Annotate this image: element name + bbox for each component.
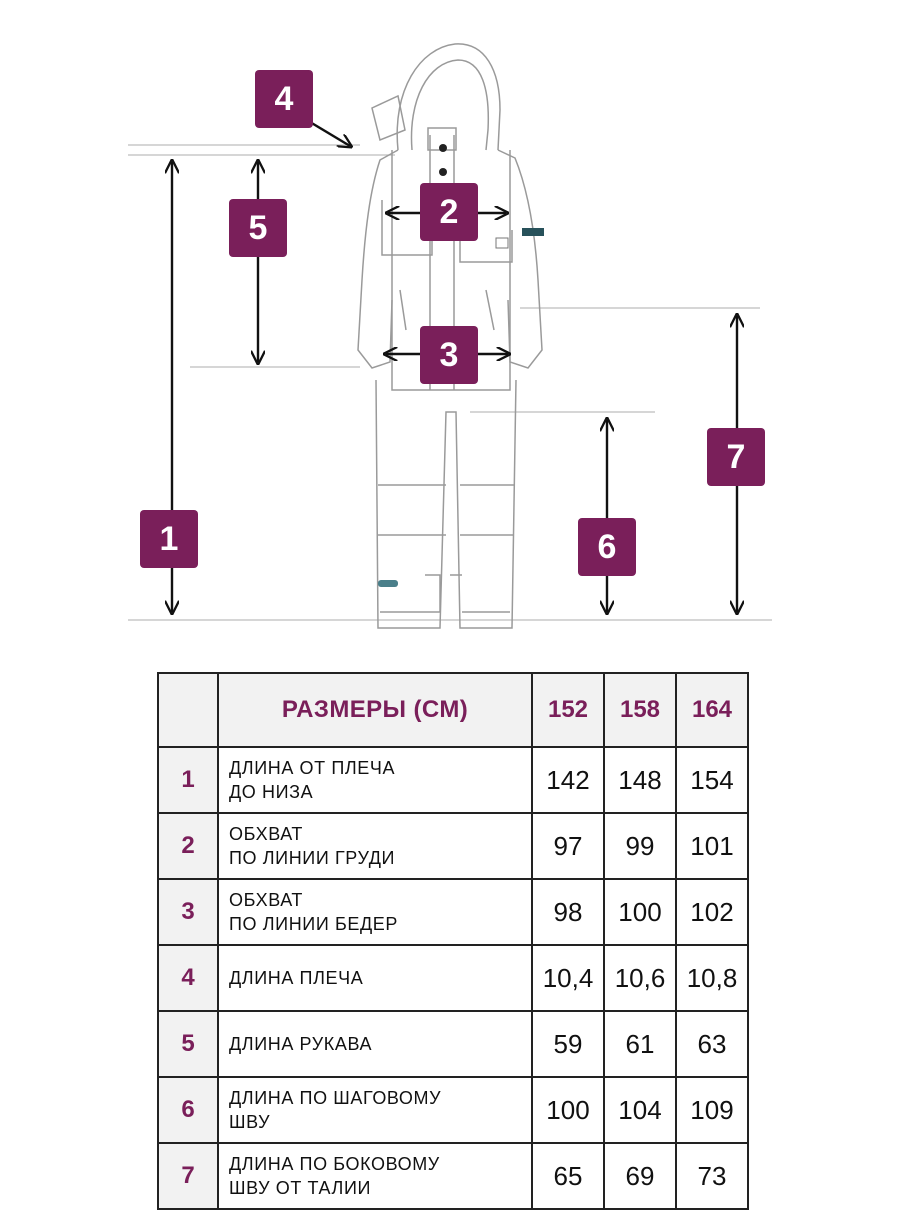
label-line: ДЛИНА ПО БОКОВОМУ — [229, 1154, 440, 1174]
size-value-cell: 10,8 — [675, 944, 749, 1012]
size-value-cell: 97 — [531, 812, 605, 880]
row-number: 6 — [157, 1076, 219, 1144]
header-corner-cell — [157, 672, 219, 748]
measurement-label: ДЛИНА ОТ ПЛЕЧА ДО НИЗА — [217, 746, 533, 814]
size-value-cell: 100 — [531, 1076, 605, 1144]
row-number: 2 — [157, 812, 219, 880]
size-value-cell: 99 — [603, 812, 677, 880]
table-title: РАЗМЕРЫ (СМ) — [217, 672, 533, 748]
measurement-diagram: 1 2 3 4 5 6 7 — [128, 43, 772, 629]
size-value-cell: 109 — [675, 1076, 749, 1144]
measurement-label: ОБХВАТ ПО ЛИНИИ ГРУДИ — [217, 812, 533, 880]
size-value-cell: 104 — [603, 1076, 677, 1144]
size-value-cell: 98 — [531, 878, 605, 946]
marker-6-badge: 6 — [578, 518, 636, 576]
label-line: ШВУ — [229, 1112, 271, 1132]
label-line: ПО ЛИНИИ ГРУДИ — [229, 848, 396, 868]
measurement-label: ДЛИНА ПО БОКОВОМУ ШВУ ОТ ТАЛИИ — [217, 1142, 533, 1210]
label-line: ДЛИНА РУКАВА — [229, 1034, 373, 1054]
garment-drawing — [128, 43, 772, 629]
size-value-cell: 148 — [603, 746, 677, 814]
size-value-cell: 100 — [603, 878, 677, 946]
marker-3-badge: 3 — [420, 326, 478, 384]
measurement-label: ДЛИНА ПЛЕЧА — [217, 944, 533, 1012]
row-number: 5 — [157, 1010, 219, 1078]
label-line: ОБХВАТ — [229, 890, 304, 910]
marker-5-badge: 5 — [229, 199, 287, 257]
size-value-cell: 65 — [531, 1142, 605, 1210]
garment-details — [378, 144, 544, 587]
size-value-cell: 102 — [675, 878, 749, 946]
row-number: 7 — [157, 1142, 219, 1210]
size-value-cell: 69 — [603, 1142, 677, 1210]
table-header-row: РАЗМЕРЫ (СМ) 152 158 164 — [157, 672, 749, 748]
measurement-label: ОБХВАТ ПО ЛИНИИ БЕДЕР — [217, 878, 533, 946]
label-line: ШВУ ОТ ТАЛИИ — [229, 1178, 372, 1198]
size-value-cell: 101 — [675, 812, 749, 880]
label-line: ДЛИНА ПЛЕЧА — [229, 968, 364, 988]
label-line: ДО НИЗА — [229, 782, 314, 802]
label-line: ОБХВАТ — [229, 824, 304, 844]
marker-7-badge: 7 — [707, 428, 765, 486]
marker-2-badge: 2 — [420, 183, 478, 241]
size-164-header: 164 — [675, 672, 749, 748]
marker-4-badge: 4 — [255, 70, 313, 128]
measurement-label: ДЛИНА ПО ШАГОВОМУ ШВУ — [217, 1076, 533, 1144]
size-value-cell: 59 — [531, 1010, 605, 1078]
row-number: 3 — [157, 878, 219, 946]
label-line: ДЛИНА ОТ ПЛЕЧА — [229, 758, 396, 778]
size-value-cell: 61 — [603, 1010, 677, 1078]
label-line: ДЛИНА ПО ШАГОВОМУ — [229, 1088, 442, 1108]
size-value-cell: 63 — [675, 1010, 749, 1078]
label-line: ПО ЛИНИИ БЕДЕР — [229, 914, 398, 934]
reference-lines — [128, 144, 772, 621]
measurement-label: ДЛИНА РУКАВА — [217, 1010, 533, 1078]
size-value-cell: 142 — [531, 746, 605, 814]
row-number: 4 — [157, 944, 219, 1012]
marker-1-badge: 1 — [140, 510, 198, 568]
size-value-cell: 10,4 — [531, 944, 605, 1012]
size-152-header: 152 — [531, 672, 605, 748]
size-value-cell: 73 — [675, 1142, 749, 1210]
size-158-header: 158 — [603, 672, 677, 748]
row-number: 1 — [157, 746, 219, 814]
size-value-cell: 10,6 — [603, 944, 677, 1012]
size-value-cell: 154 — [675, 746, 749, 814]
